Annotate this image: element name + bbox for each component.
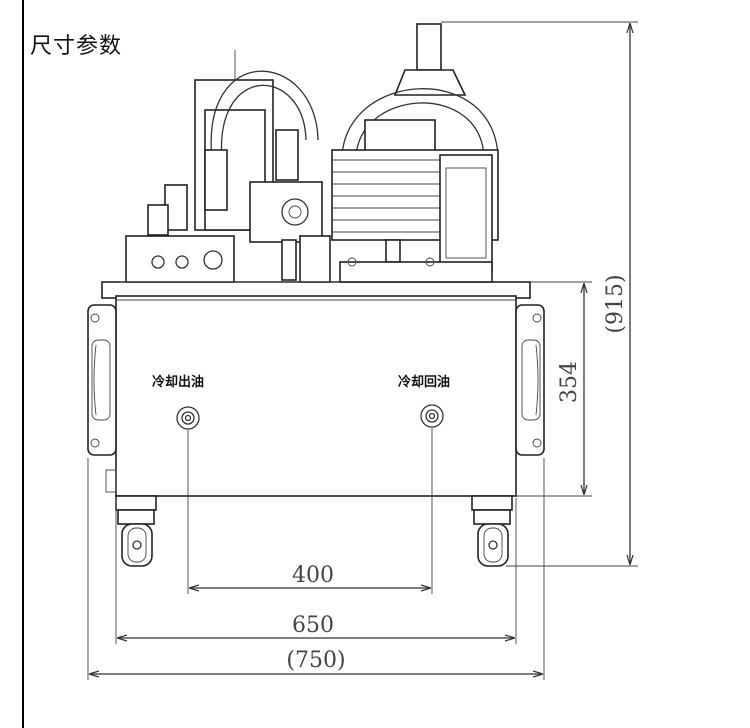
outlet-label-right: 冷却回油	[398, 374, 450, 390]
cooling-outlet-left	[176, 406, 200, 430]
valve-assembly	[120, 50, 340, 283]
left-border-rule	[22, 0, 24, 728]
dim-tank-height	[516, 281, 592, 497]
dim-label-650: 650	[292, 613, 334, 638]
dim-label-400: 400	[292, 563, 334, 588]
dim-overall-height	[441, 21, 638, 567]
dim-outlet-spacing	[187, 428, 433, 594]
cooling-outlet-right	[420, 404, 444, 428]
dim-label-750: (750)	[286, 648, 345, 673]
dim-tank-width	[115, 498, 517, 644]
page-title: 尺寸参数	[30, 34, 123, 59]
dim-label-354: 354	[557, 361, 582, 403]
caster-left	[115, 495, 157, 567]
oil-tank	[87, 281, 545, 497]
dim-overall-width	[87, 458, 545, 680]
dim-label-915: (915)	[603, 274, 628, 333]
outlet-label-left: 冷却出油	[152, 374, 204, 390]
caster-right	[471, 495, 513, 567]
electric-motor	[331, 23, 499, 283]
